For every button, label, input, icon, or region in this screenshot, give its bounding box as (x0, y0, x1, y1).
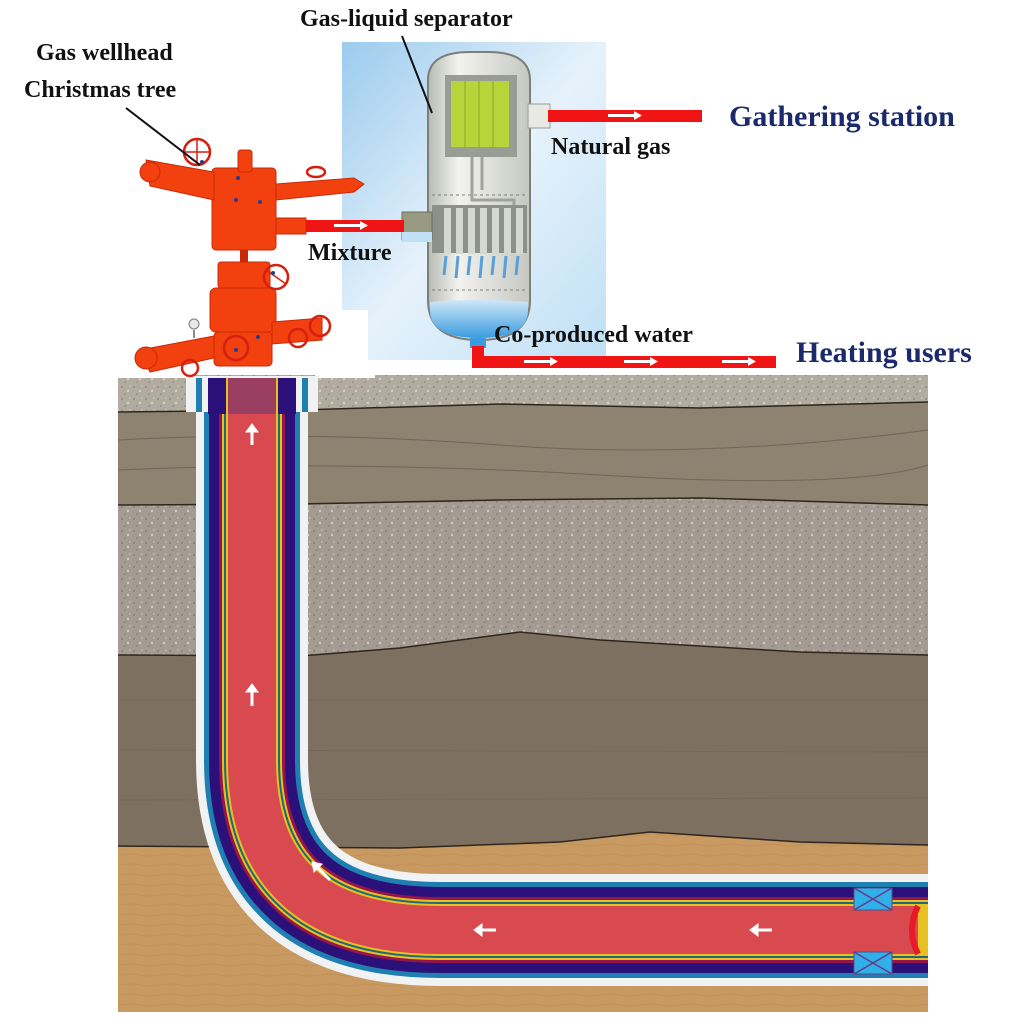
arrow-right-icon (608, 111, 642, 120)
tree-cap (237, 149, 253, 173)
arrow-left-icon (473, 923, 496, 937)
stratum-clay (118, 402, 928, 505)
valve-handwheels (180, 137, 332, 378)
tree-lower-right-wing (271, 317, 323, 345)
label-separator: Gas-liquid separator (300, 6, 513, 32)
packer-bottom (853, 951, 893, 975)
handwheel-spokes (184, 139, 210, 165)
flow-arrows-wellbore (245, 423, 772, 937)
surface-pipes (304, 110, 776, 368)
label-christmas-tree: Christmas tree (24, 77, 177, 103)
handwheel-icon (262, 263, 290, 291)
handwheel-icon (308, 314, 332, 338)
casing-head-fluid (228, 378, 276, 414)
arrow-up-icon (245, 423, 259, 445)
tree-master-valve (217, 261, 271, 289)
bolt-dots (200, 160, 275, 352)
separator-inlet-water (402, 232, 432, 242)
arrow-right-icon (334, 221, 368, 230)
separator-leader-line (401, 35, 433, 114)
packer-top (853, 887, 893, 911)
label-natural-gas: Natural gas (551, 134, 671, 160)
tree-right-wing (275, 177, 365, 201)
handwheel-icon (222, 334, 250, 362)
casing-head-stripe (302, 378, 308, 412)
stratum-gravel-texture (118, 498, 928, 656)
tree-lower-left-flange (134, 346, 158, 370)
pressure-gauge-icon (188, 318, 200, 338)
arrow-up-icon (245, 683, 259, 706)
water-outlet-nozzle (470, 338, 486, 348)
handwheel-icon (287, 327, 309, 349)
tubing-head (209, 287, 277, 333)
casing-head-stripe (196, 378, 202, 412)
stratum-boundary-4 (117, 831, 929, 849)
label-gathering-station: Gathering station (729, 100, 955, 133)
wellhead-leader-line (125, 107, 201, 166)
stratum-mudstone (118, 632, 928, 848)
label-gas-wellhead: Gas wellhead (36, 40, 173, 66)
wellbore (186, 376, 928, 986)
tree-left-flange (139, 161, 161, 183)
separator-water (430, 300, 528, 338)
gas-outlet-nozzle (527, 103, 551, 129)
produced-fluid (228, 378, 918, 954)
packers (853, 887, 893, 975)
gas-wellhead-christmas-tree (134, 149, 365, 373)
arrow-right-icon (624, 357, 658, 366)
tree-flow-outlet (275, 217, 307, 235)
wellbore-toe (909, 904, 921, 956)
arrow-up-left-icon (311, 861, 332, 882)
label-co-produced-water: Co-produced water (494, 322, 693, 348)
arrow-right-icon (722, 357, 756, 366)
demister-lines (464, 81, 494, 147)
label-heating-users: Heating users (796, 336, 972, 369)
handwheel-spokes (265, 269, 287, 285)
arrow-left-icon (749, 923, 772, 937)
surface-gap (315, 360, 375, 378)
label-mixture: Mixture (308, 240, 392, 266)
cyclone-tubes (432, 205, 527, 254)
arrow-right-icon (524, 357, 558, 366)
droplet-streams (442, 255, 520, 279)
tree-upper-body (211, 167, 277, 251)
gas-liquid-separator (401, 51, 551, 348)
demister-mesh (451, 81, 509, 147)
handwheel-icon (180, 358, 200, 378)
handwheel-icon (305, 165, 327, 179)
